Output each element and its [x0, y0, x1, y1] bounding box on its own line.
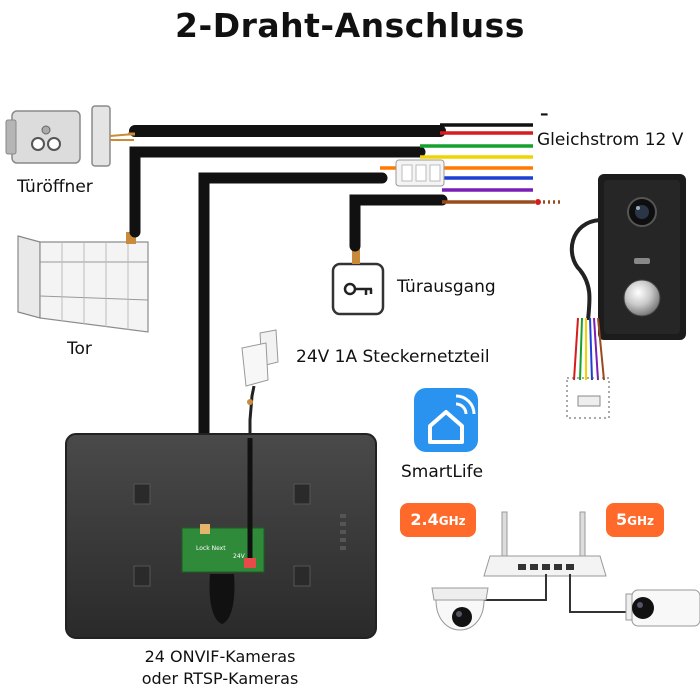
exit-key-icon	[331, 246, 385, 316]
label-cameras: 24 ONVIF-Kameras oder RTSP-Kameras	[110, 646, 330, 690]
label-cameras-line2: oder RTSP-Kameras	[141, 669, 299, 688]
plug-adapter-icon	[241, 329, 279, 438]
router-icon	[477, 511, 630, 613]
badge-5ghz: 5GHz	[606, 503, 664, 537]
doorbell-camera-icon	[566, 174, 686, 419]
label-dc-power: Gleichstrom 12 V	[537, 130, 684, 150]
label-exit-button: Türausgang	[397, 277, 496, 297]
page-title: 2-Draht-Anschluss	[175, 6, 525, 45]
label-gate: Tor	[67, 339, 92, 359]
terminal-connector	[395, 159, 445, 187]
label-door-opener: Türöffner	[17, 177, 93, 197]
label-smartlife: SmartLife	[401, 462, 484, 482]
bullet-camera-icon	[625, 589, 700, 627]
label-cameras-line1: 24 ONVIF-Kameras	[144, 647, 296, 666]
label-minus: –	[540, 104, 549, 124]
badge-24ghz: 2.4GHz	[400, 503, 476, 537]
gate-icon	[17, 232, 149, 333]
board-24v: 24V	[233, 553, 245, 560]
electric-lock-icon	[5, 105, 135, 167]
board-lock-next: Lock Next	[196, 545, 226, 552]
dome-camera-icon	[431, 587, 489, 631]
smartlife-home-icon	[414, 388, 478, 452]
monitor-icon	[65, 433, 377, 639]
label-power-adapter: 24V 1A Steckernetzteil	[296, 347, 490, 367]
